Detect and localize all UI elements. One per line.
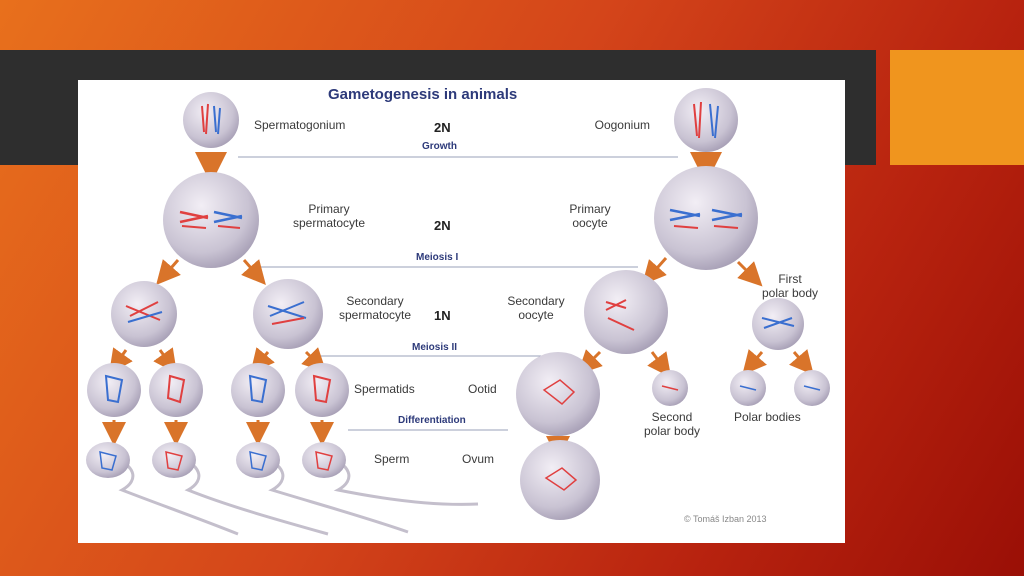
label-second-polar-body: Second polar body <box>643 410 701 438</box>
ovum-cell <box>520 440 600 520</box>
spermatid-cell-1 <box>87 363 141 417</box>
image-credit: © Tomáš Izban 2013 <box>684 514 767 524</box>
secondary-spermatocyte-cell-1 <box>111 281 177 347</box>
label-first-polar-body: First polar body <box>761 272 819 300</box>
stage-meiosis1: Meiosis I <box>416 252 459 263</box>
label-secondary-spermatocyte: Secondary spermatocyte <box>338 294 412 322</box>
diagram-title: Gametogenesis in animals <box>328 86 518 103</box>
gametogenesis-figure: Gametogenesis in animals 2N 2N 1N Growth… <box>78 80 845 543</box>
spermatid-cell-2 <box>149 363 203 417</box>
label-polar-bodies: Polar bodies <box>734 410 801 424</box>
spermatogonium-cell <box>183 92 239 148</box>
sperm-4 <box>302 442 479 506</box>
sperm-2 <box>152 442 329 536</box>
diagram-canvas <box>86 88 830 536</box>
ootid-cell <box>516 352 600 436</box>
stage-growth: Growth <box>422 141 457 152</box>
label-ovum: Ovum <box>462 452 495 466</box>
label-secondary-oocyte: Secondary oocyte <box>507 294 565 322</box>
polar-body-cell-1 <box>730 370 766 406</box>
spermatid-cell-4 <box>295 363 349 417</box>
oogonium-cell <box>674 88 738 152</box>
label-primary-oocyte: Primary oocyte <box>569 202 611 230</box>
sperm-1 <box>86 442 239 536</box>
spermatid-cell-3 <box>231 363 285 417</box>
label-oogonium: Oogonium <box>594 118 650 132</box>
accent-box <box>890 50 1024 165</box>
ploidy-1n: 1N <box>434 308 451 323</box>
primary-spermatocyte-cell <box>163 172 259 268</box>
first-polar-body-cell <box>752 298 804 350</box>
ploidy-2n-top: 2N <box>434 120 451 135</box>
secondary-oocyte-cell <box>584 270 668 354</box>
polar-body-cell-2 <box>794 370 830 406</box>
label-sperm: Sperm <box>374 452 410 466</box>
label-spermatogonium: Spermatogonium <box>254 118 346 132</box>
ploidy-2n-mid: 2N <box>434 218 451 233</box>
secondary-spermatocyte-cell-2 <box>253 279 323 349</box>
stage-differentiation: Differentiation <box>398 415 466 426</box>
second-polar-body-cell <box>652 370 688 406</box>
sperm-3 <box>236 442 409 534</box>
label-ootid: Ootid <box>468 382 497 396</box>
primary-oocyte-cell <box>654 166 758 270</box>
label-primary-spermatocyte: Primary spermatocyte <box>292 202 366 230</box>
stage-meiosis2: Meiosis II <box>412 342 458 353</box>
label-spermatids: Spermatids <box>354 382 415 396</box>
